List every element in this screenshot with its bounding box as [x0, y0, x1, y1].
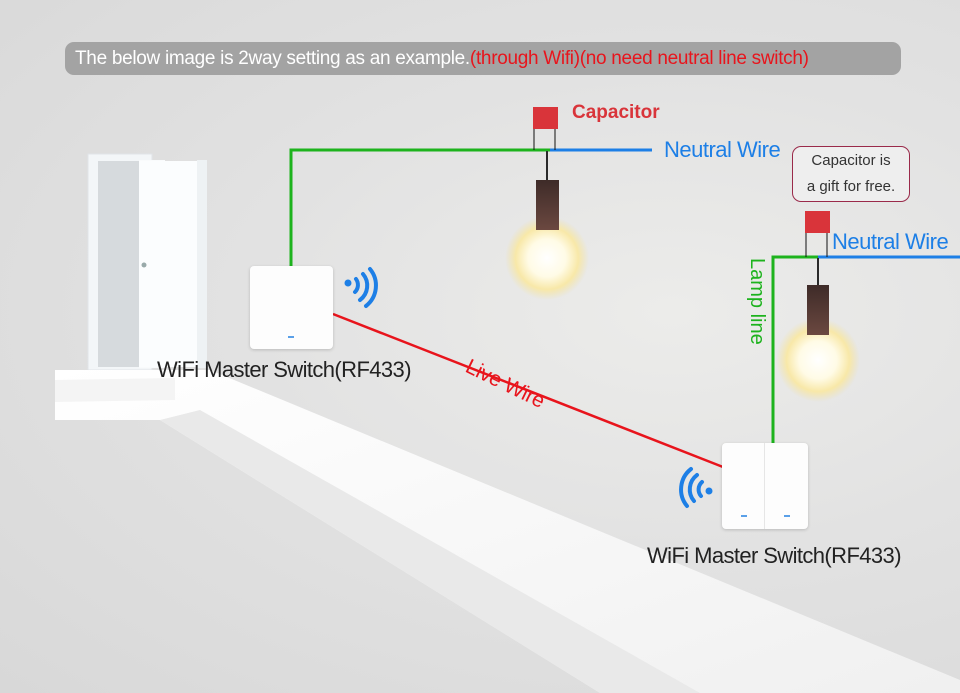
neutral-wire-label-1: Neutral Wire	[664, 137, 781, 162]
indicator-led	[741, 515, 747, 517]
callout-line-1: Capacitor is	[811, 152, 891, 169]
light-bulb-icon	[776, 258, 860, 402]
capacitor-icon	[533, 107, 558, 150]
callout-line-2: a gift for free.	[806, 178, 896, 195]
banner-highlight: (through Wifi)(no need neutral line swit…	[469, 48, 809, 69]
capacitor-icon	[805, 211, 830, 257]
switch-2-label: WiFi Master Switch(RF433)	[647, 543, 902, 568]
switch-1-label: WiFi Master Switch(RF433)	[157, 357, 412, 382]
switch-gang-right[interactable]	[765, 443, 808, 529]
lamp-line-label: Lamp line	[746, 258, 768, 345]
info-banner: The below image is 2way setting as an ex…	[65, 42, 901, 75]
staircase	[55, 370, 960, 693]
indicator-led	[288, 336, 294, 338]
door-icon	[87, 153, 207, 371]
light-bulb-icon	[505, 151, 589, 300]
live-wire	[332, 312, 724, 469]
indicator-led	[784, 515, 790, 517]
neutral-wire-label-2: Neutral Wire	[832, 229, 949, 254]
capacitor-gift-callout: Capacitor is a gift for free.	[792, 146, 910, 202]
lamp-line-wire-1	[289, 148, 550, 266]
lamp-line-wire-2	[771, 255, 818, 443]
banner-text: The below image is 2way setting as an ex…	[75, 48, 470, 69]
wifi-master-switch-1gang[interactable]	[250, 266, 333, 349]
wifi-master-switch-2gang[interactable]	[722, 443, 808, 529]
capacitor-label: Capacitor	[572, 102, 660, 123]
switch-gang-left[interactable]	[722, 443, 765, 529]
wifi-signal-icon	[679, 467, 713, 508]
wifi-signal-icon	[344, 267, 378, 308]
